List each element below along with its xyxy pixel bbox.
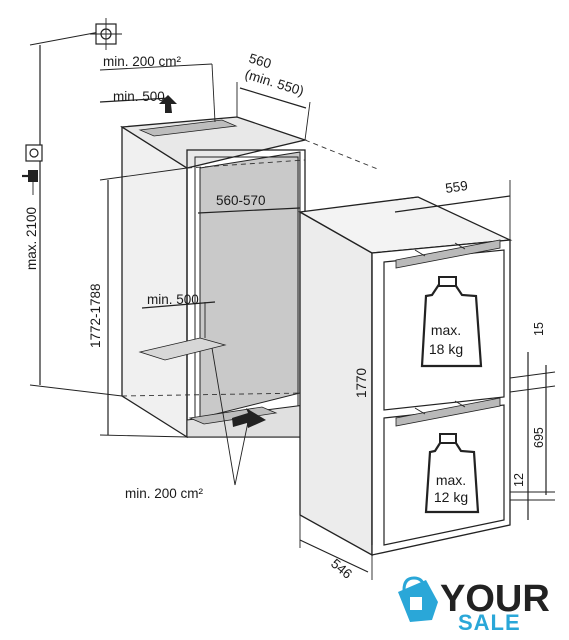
plug-icon <box>22 170 38 195</box>
niche-cabinet <box>120 116 386 521</box>
logo-sub: SALE <box>458 610 521 635</box>
weight-bottom-max: max. <box>436 472 466 488</box>
appliance-fridge <box>297 196 513 557</box>
label-depth-niche-min: (min. 550) <box>243 67 306 99</box>
weight-icon: max. 18 kg <box>420 276 483 368</box>
weight-bottom-value: 12 kg <box>434 489 468 505</box>
label-niche-width: 560-570 <box>216 193 266 208</box>
label-door-gap: 15 <box>532 322 546 336</box>
dimension-lines <box>29 29 556 580</box>
airflow-arrows <box>159 95 266 428</box>
weight-top-max: max. <box>431 322 461 338</box>
label-width-niche-depth: min. 500 <box>113 89 165 104</box>
logo-word: YOUR <box>440 578 550 620</box>
label-appliance-width: 559 <box>444 178 468 196</box>
top-vent-grille <box>138 119 238 137</box>
electrical-socket-icon <box>25 144 43 162</box>
water-connection-icon <box>90 18 122 50</box>
yoursale-logo: YOUR SALE <box>398 576 550 635</box>
weight-icon: max. 12 kg <box>424 433 480 514</box>
label-appliance-depth: 546 <box>328 556 355 582</box>
weight-top-value: 18 kg <box>429 341 463 357</box>
lower-handle <box>395 397 501 427</box>
bottom-vent-grille <box>188 406 278 425</box>
label-depth-niche: 560 <box>247 51 273 72</box>
label-niche-height: 1772-1788 <box>88 283 103 348</box>
label-vent-top: min. 200 cm² <box>103 54 182 69</box>
shopping-bag-icon <box>398 576 438 622</box>
label-vent-bottom-depth: min. 500 <box>147 292 199 307</box>
label-vent-bottom: min. 200 cm² <box>125 486 204 501</box>
upper-handle <box>395 239 501 269</box>
label-total-height: max. 2100 <box>24 207 39 270</box>
label-lower-section: 695 <box>532 427 546 448</box>
label-appliance-height: 1770 <box>354 368 369 398</box>
label-bottom-gap: 12 <box>512 473 526 487</box>
